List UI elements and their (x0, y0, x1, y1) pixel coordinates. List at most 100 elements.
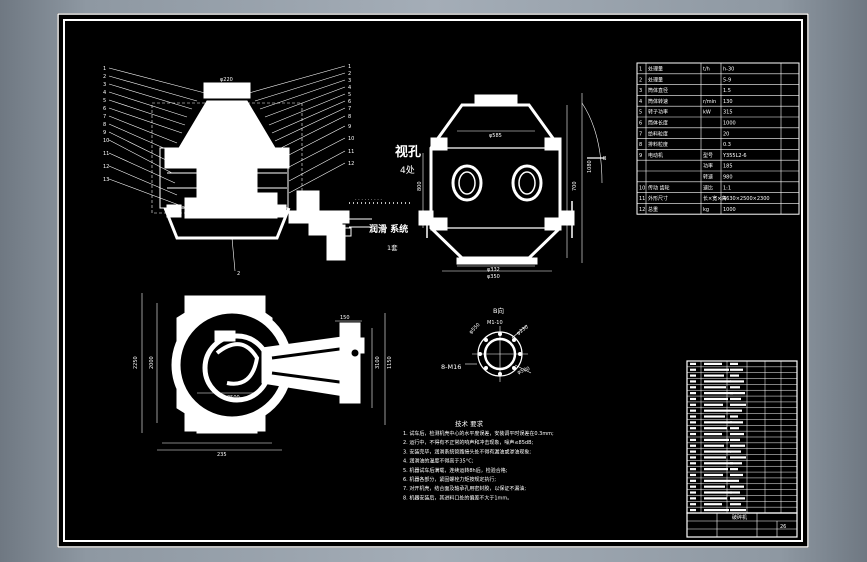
params-cell: 筒体转速 (648, 98, 668, 105)
lube-count: 1套 (387, 243, 398, 252)
parts-list (686, 360, 798, 514)
params-cell: 4630×2500×2300 (723, 196, 770, 202)
side-bottom-dim-1: φ332 (487, 267, 500, 273)
front-top-dim: φ220 (220, 77, 233, 83)
params-cell: 0.3 (723, 142, 731, 148)
params-cell: r/min (703, 99, 716, 105)
plan-right-dim-2: 1150 (387, 356, 393, 369)
tech-req-item: 4. 润滑油的温度不得高于35°C; (403, 458, 474, 465)
params-cell: 1.5 (723, 88, 731, 94)
front-bottom-mark: 2 (237, 271, 240, 277)
title-drawing-name: 破碎机 (732, 514, 747, 521)
params-cell: 1 (639, 67, 642, 73)
params-cell: 5 (639, 110, 642, 116)
params-cell: 315 (723, 110, 733, 116)
plan-view (141, 293, 386, 451)
params-cell: 电动机 (648, 152, 663, 159)
params-cell: h-30 (723, 67, 734, 73)
params-cell: 5-9 (723, 77, 731, 83)
balloon-right-4: 4 (348, 85, 351, 91)
params-cell: 型号 (703, 152, 713, 159)
params-cell: 处理量 (648, 76, 663, 83)
title-parts-count: 26 (780, 524, 786, 530)
params-cell: 3 (639, 88, 642, 94)
balloon-left-5: 5 (103, 98, 106, 104)
params-cell: 9 (639, 153, 642, 159)
params-cell: 2 (639, 77, 642, 83)
params-cell: 给料粒度 (648, 130, 668, 137)
balloon-right-3: 3 (348, 78, 351, 84)
balloon-left-1: 1 (103, 66, 106, 72)
tech-req-item: 7. 对开机壳，结合面及轴承孔用密封胶，以保证不漏油; (403, 485, 526, 492)
balloon-left-9: 9 (103, 130, 106, 136)
tech-req-item: 3. 安装完毕，润滑系统管路接头处不得有漏油或渗油现象; (403, 448, 531, 455)
balloon-right-6: 6 (348, 99, 351, 105)
params-cell: 功率 (703, 163, 713, 170)
balloon-right-2: 2 (348, 71, 351, 77)
side-view (418, 93, 605, 272)
plan-inner-dim: 3500 (227, 395, 240, 401)
plan-right-dim-1: 3100 (375, 356, 381, 369)
detail-b-view (465, 324, 532, 382)
params-cell: 980 (723, 175, 733, 181)
params-cell: 筒体直径 (648, 87, 668, 94)
params-cell: 总重 (648, 206, 658, 213)
tech-req-item: 2. 运行中，不得有不正常的响声和冲击现象，噪声≤85dB; (403, 439, 534, 446)
tech-req-list: 1. 试车后，检测机壳中心的水平度误差，安装调平时误差在0.3mm; 2. 运行中… (403, 430, 554, 501)
params-cell: t/h (703, 67, 710, 73)
title-block (686, 512, 798, 538)
side-bottom-dim-2: φ350 (487, 274, 500, 280)
params-cell: 筒体长度 (648, 120, 668, 127)
side-right-dim-1: 1080 (587, 160, 593, 173)
tech-req-item: 6. 机器各部分，紧固螺栓力矩按规定执行; (403, 476, 496, 483)
side-arrow-label: B (603, 156, 607, 162)
detail-b-callout-1: M1-10 (487, 320, 503, 326)
params-cell: 转速 (703, 174, 713, 181)
balloon-right-5: 5 (348, 92, 351, 98)
params-cell: Y355L2-6 (722, 153, 747, 159)
params-cell: 排料粒度 (648, 141, 668, 148)
balloon-right-11: 11 (348, 149, 354, 155)
plan-bottom-dim: 235 (217, 452, 227, 458)
params-cell: 1:1 (723, 185, 731, 191)
params-cell: 1000 (723, 121, 736, 127)
detail-b-title: B向 (493, 306, 504, 315)
view-hole-count: 4处 (400, 164, 415, 176)
params-cell: 7 (639, 131, 642, 137)
balloon-left-11: 11 (103, 151, 109, 157)
balloon-right-9: 9 (348, 124, 351, 130)
balloon-left-13: 13 (103, 177, 109, 183)
balloon-left-7: 7 (103, 114, 106, 120)
plan-left-dim-1: 2250 (133, 356, 139, 369)
balloon-left-6: 6 (103, 106, 106, 112)
tech-req-item: 8. 机器安装后，其进料口处的偏差不大于1mm。 (403, 494, 512, 501)
lube-system-note: 润滑 系统 (369, 223, 408, 235)
tech-req-item: 1. 试车后，检测机壳中心的水平度误差，安装调平时误差在0.3mm; (403, 430, 554, 437)
detail-b-bolt-note: 8-M16 (441, 363, 461, 371)
side-left-dim: 800 (417, 181, 423, 191)
params-cell: 20 (723, 131, 729, 137)
params-cell: 转子功率 (648, 109, 668, 116)
detail-b-callout-4: φ500 (517, 366, 531, 376)
outer-border (57, 13, 809, 548)
inner-border (63, 19, 803, 542)
balloon-right-12: 12 (348, 161, 354, 167)
front-view: φ220 (108, 65, 412, 272)
tech-req-item: 5. 机器试车后满载，连续运转8h后，检验合格; (403, 467, 508, 474)
side-top-dim: φ585 (489, 133, 502, 139)
detail-b-callout-2: φ550 (468, 322, 481, 335)
params-cell: 速比 (703, 184, 713, 191)
params-cell: 4 (639, 99, 642, 105)
pipe-label: · · · · · · · · · (355, 197, 382, 203)
params-cell: 1000 (723, 207, 736, 213)
params-cell: 处理量 (648, 66, 663, 73)
tech-req-title: 技术 要求 (455, 419, 484, 428)
balloon-left-2: 2 (103, 74, 106, 80)
balloon-left-4: 4 (103, 90, 106, 96)
params-cell: 传动 齿轮 (648, 184, 670, 191)
view-hole-label: 视孔 (395, 144, 421, 160)
params-cell: 8 (639, 142, 642, 148)
